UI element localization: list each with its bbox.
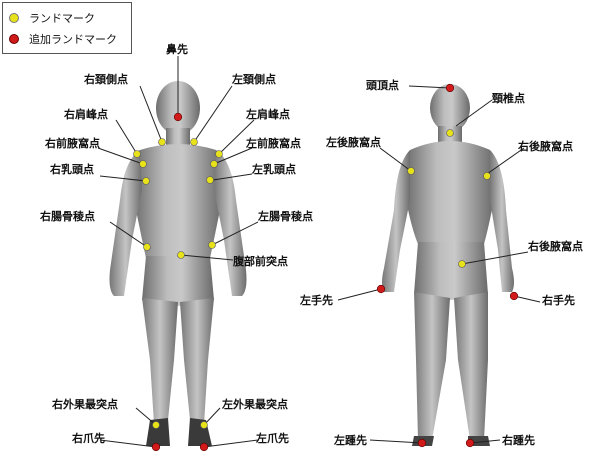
label-hidari-keisokuten: 左頚側点 (232, 73, 276, 86)
added-landmark-dot (510, 292, 518, 300)
label-hidari-kakato: 左踵先 (334, 434, 367, 447)
landmark-dot (140, 161, 147, 168)
label-hidari-koukyoukaten: 左後腋窩点 (326, 136, 381, 149)
landmark-dot (447, 130, 454, 137)
legend-added-label: 追加ランドマーク (29, 31, 117, 47)
label-hidari-gaika: 左外果最突点 (222, 398, 288, 411)
label-migi-kenpoten: 右肩峰点 (64, 108, 108, 121)
yellow-dot-icon (9, 13, 19, 23)
legend-landmark-label: ランドマーク (29, 10, 95, 26)
added-landmark-dot (174, 113, 182, 121)
label-hidari-nyutoten: 左乳頭点 (252, 163, 296, 176)
landmark-dot (209, 242, 216, 249)
label-touchoten: 頭頂点 (366, 79, 399, 92)
label-migi-koukyoukaten: 右後腋窩点 (518, 140, 573, 153)
label-hidari-choukotsu: 左腸骨稜点 (258, 210, 313, 223)
label-hidari-zenkyoukaten: 左前腋窩点 (246, 137, 301, 150)
landmark-dot (211, 161, 218, 168)
label-hanasaki: 鼻先 (166, 43, 188, 56)
back-body (382, 84, 514, 446)
label-migi-koukyoukaten-lower: 右後腋窩点 (528, 240, 583, 253)
landmark-dot (207, 177, 214, 184)
label-keitsuiten: 頸椎点 (492, 92, 525, 105)
landmark-dot (143, 178, 150, 185)
landmark-dot (191, 139, 198, 146)
label-migi-tesaki: 右手先 (542, 294, 575, 307)
added-landmark-dot (418, 439, 426, 447)
added-landmark-dot (446, 84, 454, 92)
landmark-dot (484, 173, 491, 180)
legend-row-landmark: ランドマーク (9, 9, 95, 27)
landmark-dot (216, 151, 223, 158)
landmark-dot (178, 252, 185, 259)
label-migi-tsumasaki: 右爪先 (72, 432, 105, 445)
added-landmark-dot (466, 439, 474, 447)
label-hidari-kenpoten: 左肩峰点 (246, 108, 290, 121)
legend: ランドマーク 追加ランドマーク (2, 2, 132, 54)
landmark-dot (408, 168, 415, 175)
label-migi-gaika: 右外果最突点 (52, 398, 118, 411)
added-landmark-dot (152, 443, 160, 451)
added-landmark-dot (377, 285, 385, 293)
red-dot-icon (9, 34, 19, 44)
legend-row-added: 追加ランドマーク (9, 30, 117, 48)
label-hidari-tsumasaki: 左爪先 (256, 432, 289, 445)
label-migi-choukotsu: 右腸骨稜点 (40, 210, 95, 223)
label-hidari-tesaki: 左手先 (300, 294, 333, 307)
label-migi-zenkyoukaten: 右前腋窩点 (45, 137, 100, 150)
landmark-dot (134, 151, 141, 158)
landmark-dot (201, 422, 208, 429)
front-body (110, 81, 247, 446)
landmark-dot (153, 422, 160, 429)
added-landmark-dot (200, 443, 208, 451)
landmark-dot (459, 261, 466, 268)
label-migi-nyutoten: 右乳頭点 (50, 163, 94, 176)
label-migi-kakato: 右踵先 (502, 434, 535, 447)
label-migi-keisokuten: 右頚側点 (84, 73, 128, 86)
landmark-dot (144, 244, 151, 251)
landmark-dot (159, 139, 166, 146)
label-fukubu: 腹部前突点 (233, 255, 288, 268)
